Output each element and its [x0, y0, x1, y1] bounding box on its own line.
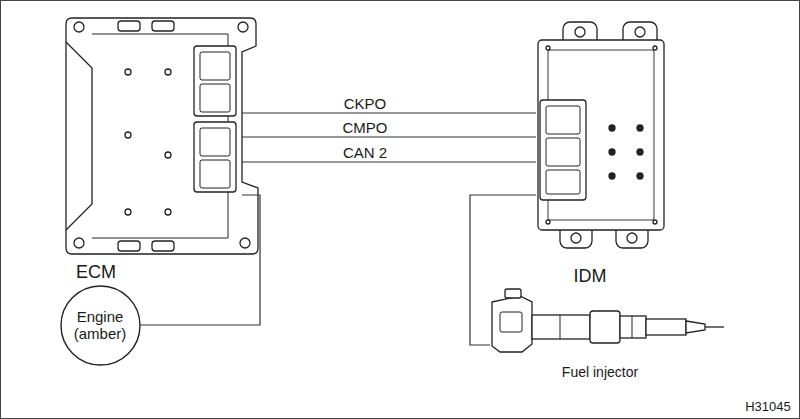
ecm-module: ECM — [66, 18, 242, 254]
connector-cell — [546, 106, 580, 134]
mount-hole — [238, 22, 248, 32]
signal-wire — [242, 136, 536, 137]
signal-wire — [141, 195, 261, 325]
screw — [637, 173, 643, 179]
mount-hole — [240, 238, 250, 248]
lamp-label: Engine (amber) — [69, 308, 131, 343]
idm-module — [538, 22, 664, 248]
idm-connector — [540, 100, 586, 200]
mount-hole — [74, 22, 84, 32]
part-label: Fuel injector — [562, 364, 638, 380]
lamp-text-holder: Engine (amber) — [60, 285, 141, 366]
mount-hole — [571, 233, 581, 243]
ecm-tab — [118, 241, 140, 251]
idm-module: IDM — [536, 24, 666, 246]
figure-id: H31045 — [745, 400, 791, 415]
injector-nozzle — [646, 319, 686, 335]
mount-hole — [575, 27, 585, 37]
lamp-circle — [61, 286, 140, 365]
connector-cell — [546, 170, 580, 194]
screw — [637, 125, 643, 131]
screw — [165, 69, 171, 75]
screw — [546, 46, 550, 50]
injector-body — [532, 315, 590, 339]
ecm-connector — [194, 122, 236, 192]
connector-cell — [546, 138, 580, 166]
fuel-injector: Fuel injector — [490, 290, 725, 354]
connector-cell — [200, 52, 230, 80]
signal-wire — [242, 112, 536, 113]
injector-collar — [590, 311, 620, 343]
screw — [546, 220, 550, 224]
signal-name: CKPO — [342, 95, 389, 112]
injector-band — [560, 315, 561, 339]
ecm-tab — [118, 21, 140, 31]
connector-cell — [200, 160, 230, 188]
screw — [609, 149, 615, 155]
ecm-tab — [152, 21, 174, 31]
injector-band — [632, 316, 633, 338]
part-label: ECM — [76, 262, 116, 283]
screw — [125, 209, 131, 215]
connector-cell — [200, 128, 230, 156]
signal-name: CAN 2 — [341, 144, 389, 161]
signal-label-holder: CKPO — [342, 95, 389, 113]
screw — [125, 132, 131, 138]
screw — [125, 69, 131, 75]
part-label-holder: IDM — [574, 266, 607, 287]
screw — [165, 152, 171, 158]
mount-hole — [635, 27, 645, 37]
part-label: IDM — [574, 266, 607, 287]
part-label-holder: Fuel injector — [562, 363, 638, 381]
mount-hole — [627, 233, 637, 243]
ecm-module — [66, 18, 258, 254]
injector-latch — [505, 289, 521, 298]
ecm-tab — [152, 241, 174, 251]
injector-needle — [705, 326, 724, 327]
injector-pins — [500, 312, 522, 332]
injector-body — [620, 316, 646, 338]
ecm-chamfer — [66, 42, 92, 230]
injector-connector — [492, 296, 532, 352]
warning-lamp: Engine (amber) — [60, 285, 141, 366]
idm-body — [538, 40, 664, 230]
screw — [653, 46, 657, 50]
fuel-injector-drawing — [492, 289, 724, 352]
screw — [653, 220, 657, 224]
signal-name: CMPO — [341, 119, 390, 136]
signal-wire — [470, 195, 536, 345]
ecm-connector — [194, 46, 236, 116]
part-label-holder: ECM — [76, 262, 116, 283]
signal-label-holder: CAN 2 — [341, 144, 389, 162]
signal-wire — [242, 161, 536, 162]
ecm-plate — [66, 18, 258, 254]
screw — [165, 209, 171, 215]
screw — [609, 173, 615, 179]
screw — [637, 149, 643, 155]
figure-id-holder: H31045 — [745, 397, 791, 415]
connector-cell — [200, 84, 230, 112]
screw — [609, 125, 615, 131]
injector-tip — [686, 321, 705, 333]
signal-label-holder: CMPO — [341, 119, 390, 137]
mount-hole — [74, 238, 84, 248]
